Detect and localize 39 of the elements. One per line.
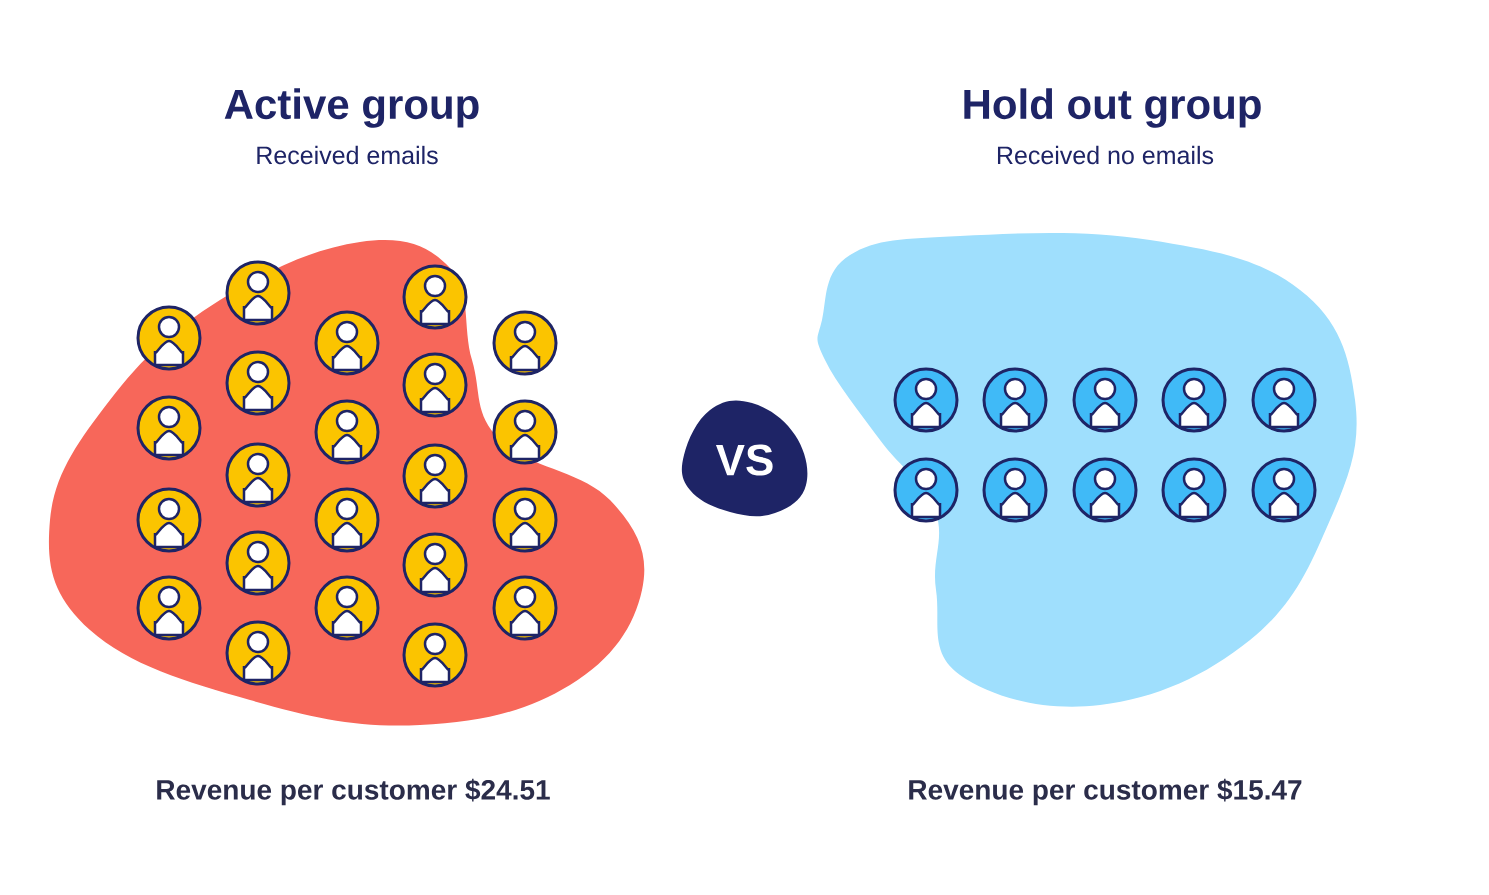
person-icon (136, 305, 202, 371)
person-icon (136, 487, 202, 553)
person-icon (492, 487, 558, 553)
person-icon (492, 310, 558, 376)
person-icon (314, 487, 380, 553)
person-icon (225, 350, 291, 416)
group-heading: Hold out group (964, 88, 1261, 128)
person-icon (314, 310, 380, 376)
revenue-text: Revenue per customer $15.47 (909, 778, 1302, 806)
person-icon (982, 367, 1048, 433)
person-icon (225, 530, 291, 596)
person-icon (492, 575, 558, 641)
group-heading: Active group (224, 88, 479, 128)
person-icon (314, 575, 380, 641)
person-icon (893, 367, 959, 433)
person-icon (1072, 457, 1138, 523)
person-icon (402, 443, 468, 509)
person-icon (225, 620, 291, 686)
person-icon (893, 457, 959, 523)
group-subtitle: Received no emails (998, 145, 1214, 165)
person-icon (1251, 457, 1317, 523)
revenue-text: Revenue per customer $24.51 (157, 778, 550, 806)
person-icon (492, 399, 558, 465)
person-icon (402, 532, 468, 598)
person-icon (402, 264, 468, 330)
person-icon (1072, 367, 1138, 433)
person-icon (136, 395, 202, 461)
person-icon (982, 457, 1048, 523)
person-icon (1161, 457, 1227, 523)
person-icon (314, 399, 380, 465)
person-icon (402, 352, 468, 418)
person-icon (136, 575, 202, 641)
person-icon (1251, 367, 1317, 433)
vs-badge-text: VS (715, 444, 773, 476)
person-icon (225, 260, 291, 326)
person-icon (1161, 367, 1227, 433)
person-icon (225, 442, 291, 508)
group-subtitle: Received emails (257, 145, 438, 165)
person-icon (402, 622, 468, 688)
